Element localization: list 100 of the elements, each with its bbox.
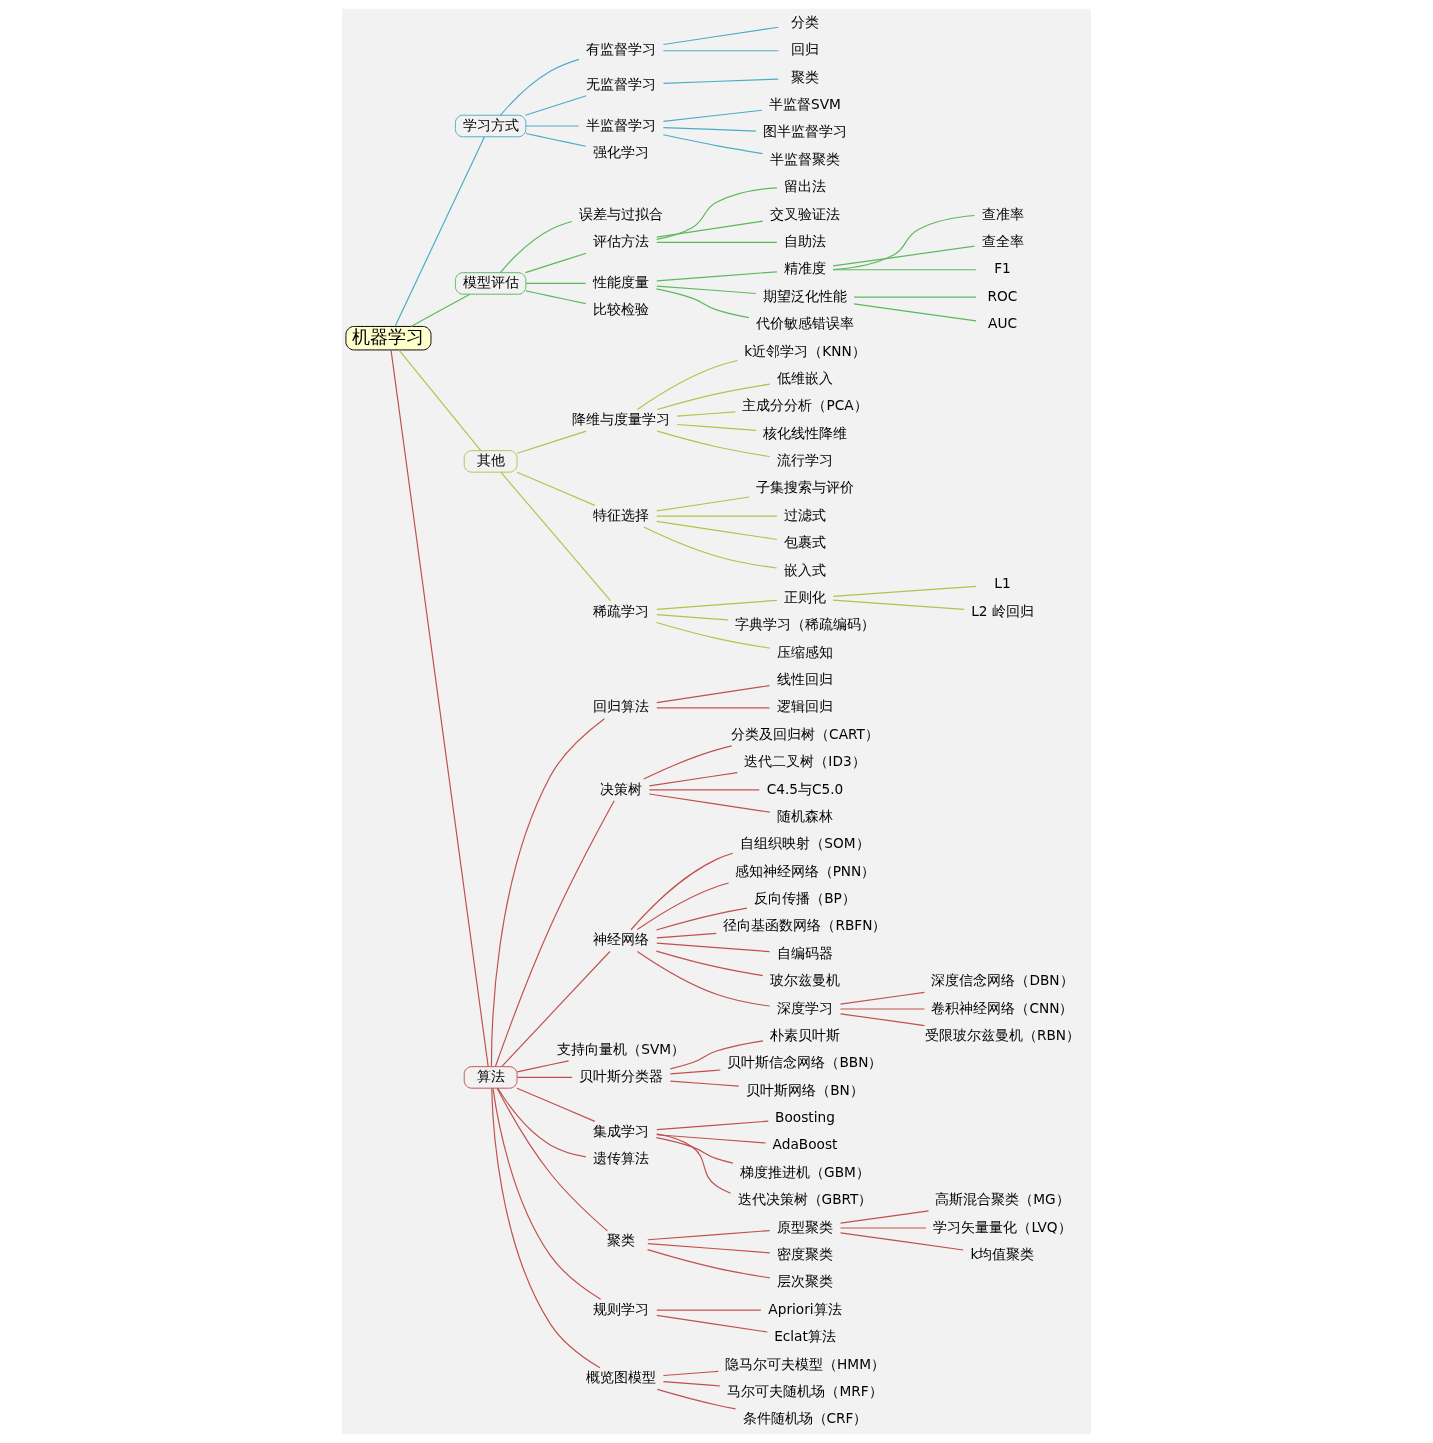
node-text: AdaBoost [772, 1136, 838, 1153]
node-text: 半监督SVM [769, 96, 841, 113]
connector [656, 241, 778, 243]
node-text: 查准率 [981, 205, 1024, 222]
connector [516, 1060, 570, 1073]
node-text: 学习矢量量化（LVQ） [933, 1218, 1072, 1235]
node-text: Apriori算法 [768, 1300, 842, 1317]
node-text: L2 岭回归 [971, 602, 1034, 619]
node-text: 低维嵌入 [776, 369, 833, 386]
node-text: F1 [994, 260, 1011, 277]
node-text: 支持向量机（SVM） [557, 1040, 686, 1057]
connector [832, 585, 977, 597]
node-text: 过滤式 [783, 506, 826, 523]
node-text: 误差与过拟合 [579, 205, 664, 222]
node-text: Boosting [775, 1109, 835, 1126]
connector [662, 127, 757, 132]
connector [492, 1087, 602, 1300]
node-text: 回归 [790, 41, 819, 58]
connector [656, 1388, 737, 1410]
node-text: 聚类 [790, 68, 819, 85]
connector [662, 134, 764, 155]
connector [516, 1076, 573, 1078]
node-text: 稀疏学习 [593, 602, 650, 619]
connector [524, 252, 587, 274]
node-text: 感知神经网络（PNN） [734, 862, 876, 879]
connector [643, 526, 778, 569]
connector [669, 1040, 764, 1070]
node-text: 自编码器 [776, 944, 833, 961]
connector [656, 1314, 768, 1333]
connector [501, 950, 611, 1067]
node-text: 期望泛化性能 [762, 287, 847, 304]
node-text: 交叉验证法 [769, 205, 840, 222]
node-box: 其他 [463, 450, 518, 473]
node-text: 马尔可夫随机场（MRF） [727, 1382, 883, 1399]
connector [647, 1230, 771, 1241]
connector [648, 772, 738, 787]
connector [494, 800, 615, 1067]
node-text: 流行学习 [776, 452, 833, 469]
connector [500, 471, 612, 602]
connector [853, 296, 977, 298]
node-text: 受限玻尔兹曼机（RBN） [924, 1026, 1081, 1043]
connector [662, 1370, 719, 1377]
node-text: 贝叶斯网络（BN） [746, 1081, 864, 1098]
connector [490, 718, 605, 1068]
node-text: Eclat算法 [774, 1328, 836, 1345]
node-text: 玻尔兹曼机 [769, 972, 840, 989]
node-text: 包裹式 [783, 534, 826, 551]
node-text: 神经网络 [593, 931, 650, 948]
node-text: k均值聚类 [970, 1246, 1035, 1262]
connector [676, 423, 757, 431]
connector [832, 245, 976, 267]
connector [516, 471, 596, 506]
node-text: 原型聚类 [776, 1218, 833, 1235]
connector [656, 271, 778, 282]
connector [676, 411, 737, 417]
node-text: 半监督学习 [586, 116, 657, 133]
node-text: 随机森林 [776, 807, 833, 824]
node-text: 回归算法 [593, 698, 650, 715]
node-text: 留出法 [783, 178, 826, 195]
connector [662, 109, 763, 122]
node-text: 规则学习 [593, 1300, 650, 1317]
node-text: C4.5与C5.0 [766, 780, 844, 797]
connector [656, 599, 778, 610]
node-text: 线性回归 [776, 671, 833, 688]
node-text: 字典学习（稀疏编码） [734, 616, 875, 633]
connector [655, 1137, 734, 1164]
connector [643, 745, 733, 780]
node-text: 概览图模型 [586, 1369, 657, 1386]
node-text: 自组织映射（SOM） [740, 835, 870, 852]
connector [839, 1227, 927, 1229]
node-text: 贝叶斯分类器 [579, 1068, 664, 1085]
node-text: 嵌入式 [783, 561, 826, 578]
connector [662, 26, 779, 46]
connector [656, 942, 771, 953]
node-text: 迭代二叉树（ID3） [744, 753, 866, 770]
connector [853, 303, 977, 322]
connector [656, 1134, 767, 1144]
connector [497, 1087, 587, 1158]
node-text: 遗传算法 [593, 1150, 650, 1167]
connector [525, 132, 587, 147]
node-box: 机器学习 [345, 326, 432, 351]
node-text: ROC [987, 287, 1018, 304]
node-text: 正则化 [783, 588, 826, 605]
connector [636, 359, 738, 410]
connector [662, 50, 779, 52]
connector [630, 852, 734, 931]
connector [656, 1309, 762, 1311]
connector [525, 125, 580, 127]
node-text: 比较检验 [593, 301, 650, 318]
connector [636, 882, 730, 931]
connector [648, 793, 771, 813]
connector [655, 907, 748, 931]
node-text: 评估方法 [593, 232, 650, 249]
node-text: 深度信念网络（DBN） [931, 972, 1074, 989]
node-text: 主成分分析（PCA） [742, 397, 868, 414]
connector [499, 58, 580, 116]
connector [669, 1080, 740, 1087]
node-text: 朴素贝叶斯 [769, 1026, 840, 1043]
node-text: AUC [988, 315, 1017, 332]
node-text: 高斯混合聚类（MG） [935, 1191, 1070, 1208]
